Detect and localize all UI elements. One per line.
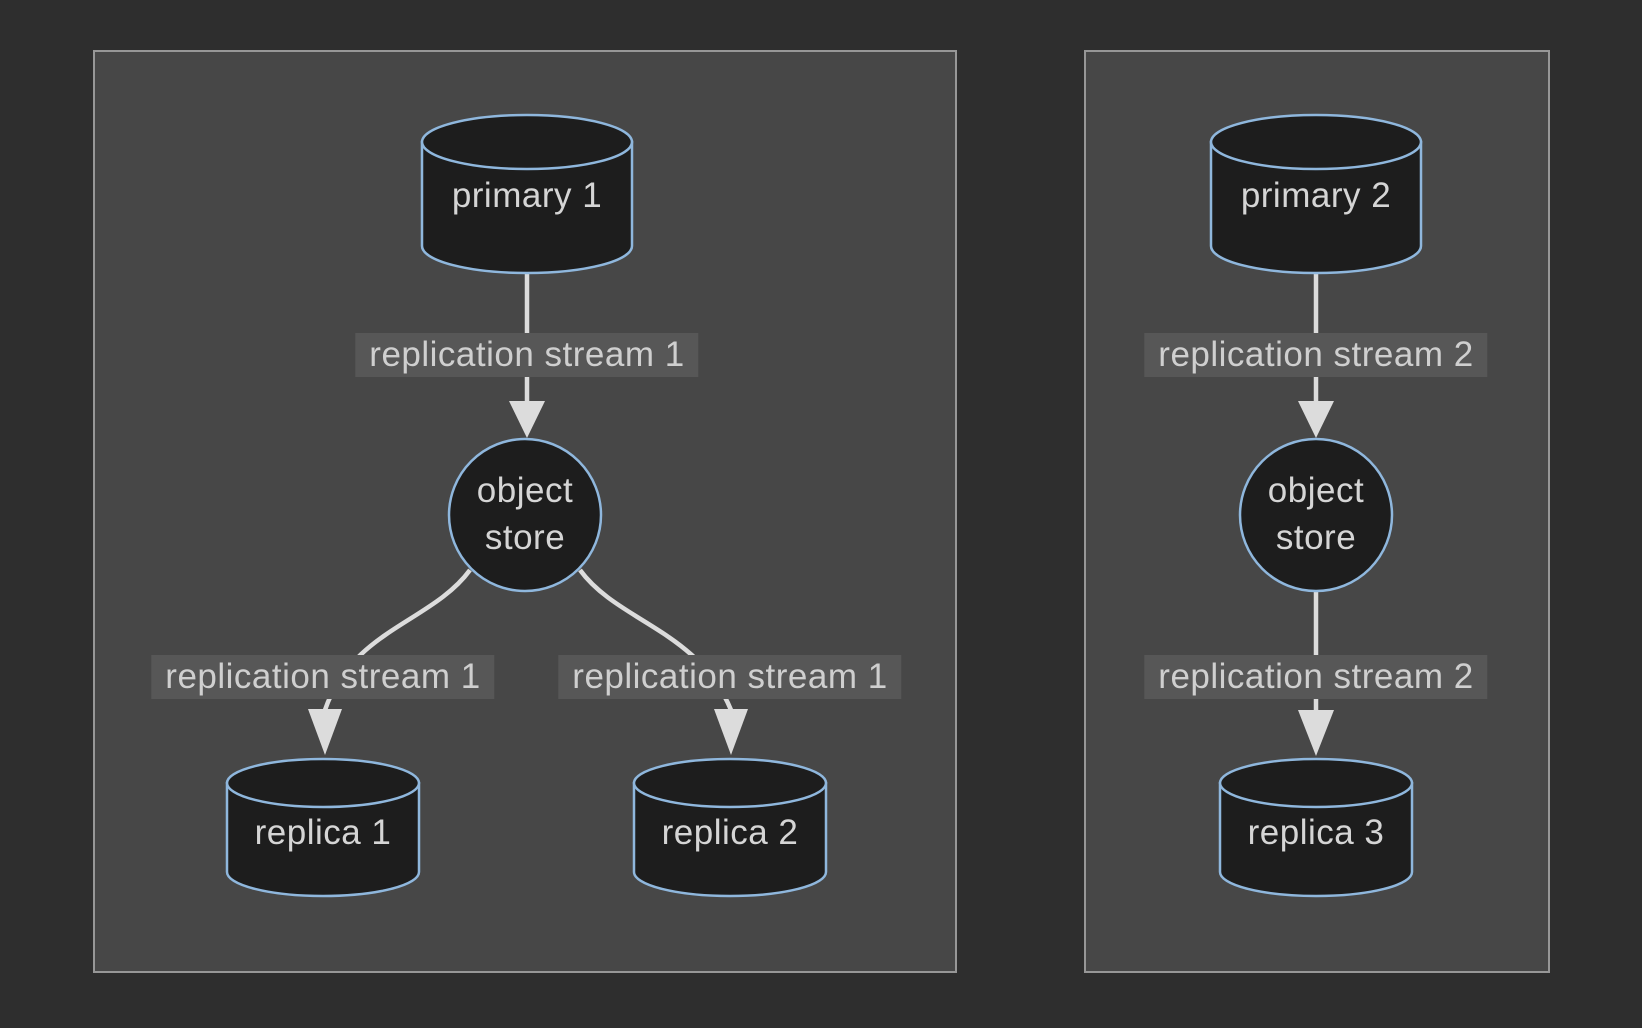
- arrowhead-primary2-to-objectstore: [1298, 401, 1334, 438]
- edge-label-replication-stream-1-right: replication stream 1: [558, 655, 902, 699]
- object-store-2-label: object store: [1267, 471, 1365, 557]
- replica-1-cylinder: [225, 781, 421, 898]
- arrowhead-objectstore-to-replica3: [1298, 710, 1334, 756]
- primary-1-cylinder-top: [420, 113, 634, 171]
- arrowhead-primary1-to-objectstore: [509, 401, 545, 438]
- object-store-2-circle: [1238, 437, 1394, 593]
- replica-3-cylinder: [1218, 781, 1414, 898]
- edge-label-replication-stream-2-top: replication stream 2: [1144, 333, 1488, 377]
- replica-1-cylinder-top: [225, 757, 421, 809]
- edge-label-replication-stream-1-left: replication stream 1: [151, 655, 495, 699]
- arrowhead-objectstore-to-replica1: [308, 709, 342, 755]
- object-store-1-circle: [447, 437, 603, 593]
- primary-1-label: primary 1: [451, 176, 603, 215]
- replica-2-cylinder: [632, 781, 828, 898]
- object-store-1-label: object store: [476, 471, 574, 557]
- replica-3-cylinder-top: [1218, 757, 1414, 809]
- arrowhead-objectstore-to-replica2: [714, 709, 748, 755]
- edge-label-replication-stream-2-bottom: replication stream 2: [1144, 655, 1488, 699]
- replica-1-label: replica 1: [254, 813, 392, 852]
- replica-2-label: replica 2: [661, 813, 799, 852]
- primary-2-cylinder: [1209, 140, 1423, 275]
- primary-2-label: primary 2: [1240, 176, 1392, 215]
- edge-label-replication-stream-1-top: replication stream 1: [355, 333, 699, 377]
- replica-2-cylinder-top: [632, 757, 828, 809]
- primary-1-cylinder: [420, 140, 634, 275]
- primary-2-cylinder-top: [1209, 113, 1423, 171]
- replica-3-label: replica 3: [1247, 813, 1385, 852]
